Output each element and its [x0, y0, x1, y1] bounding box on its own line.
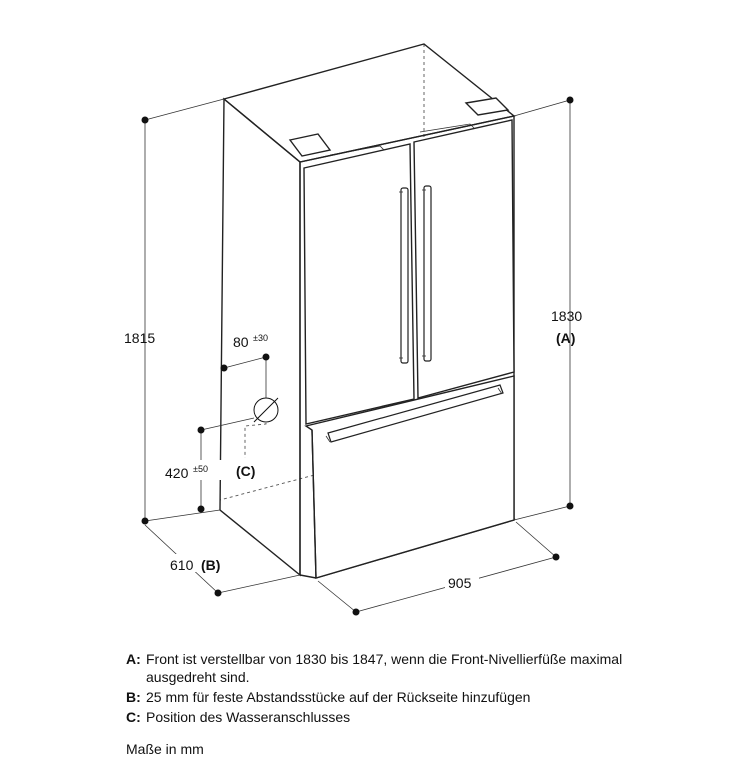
note-b-text: 25 mm für feste Abstandsstücke auf der R…: [146, 689, 531, 705]
dim-1815-label: 1815: [124, 330, 155, 346]
note-a-text: Front ist verstellbar von 1830 bis 1847,…: [146, 651, 623, 685]
note-b: B: 25 mm für feste Abstandsstücke auf de…: [126, 688, 686, 706]
note-b-key: B:: [126, 689, 141, 705]
freezer-drawer: [304, 375, 515, 579]
note-c-key: C:: [126, 709, 141, 725]
dimension-water-offset: 80 ±30: [220, 333, 270, 398]
dim-420-label: 420: [165, 465, 189, 481]
right-door: [413, 119, 515, 399]
note-a-key: A:: [126, 651, 141, 667]
dimension-water-height: 420 ±50 (C): [163, 417, 255, 513]
dimension-depth: 610 (B): [144, 524, 301, 597]
dim-80-label: 80: [233, 334, 249, 350]
note-c: C: Position des Wasseranschlusses: [126, 708, 686, 726]
dim-ref-b-label: (B): [201, 557, 220, 573]
refrigerator-dimension-drawing: 1815 1830 (A) 905 610 (B) 80 ±30: [124, 43, 582, 616]
dim-80-tolerance: ±30: [253, 333, 268, 343]
note-c-text: Position des Wasseranschlusses: [146, 709, 351, 725]
note-a: A: Front ist verstellbar von 1830 bis 18…: [126, 650, 686, 686]
units-note: Maße in mm: [126, 741, 204, 757]
dim-610-label: 610: [170, 557, 194, 573]
dimension-height-front: 1830 (A): [513, 96, 582, 521]
dim-420-tolerance: ±50: [193, 464, 208, 474]
legend-notes: A: Front ist verstellbar von 1830 bis 18…: [126, 650, 686, 726]
dim-1830-label: 1830: [551, 308, 582, 324]
dimension-width: 905: [317, 521, 560, 616]
dim-ref-c-label: (C): [236, 463, 255, 479]
water-connection-icon: [253, 397, 279, 423]
left-door: [303, 143, 415, 425]
dimension-height-back: 1815: [124, 98, 225, 525]
dim-ref-a-label: (A): [556, 330, 575, 346]
dim-905-label: 905: [448, 575, 472, 591]
